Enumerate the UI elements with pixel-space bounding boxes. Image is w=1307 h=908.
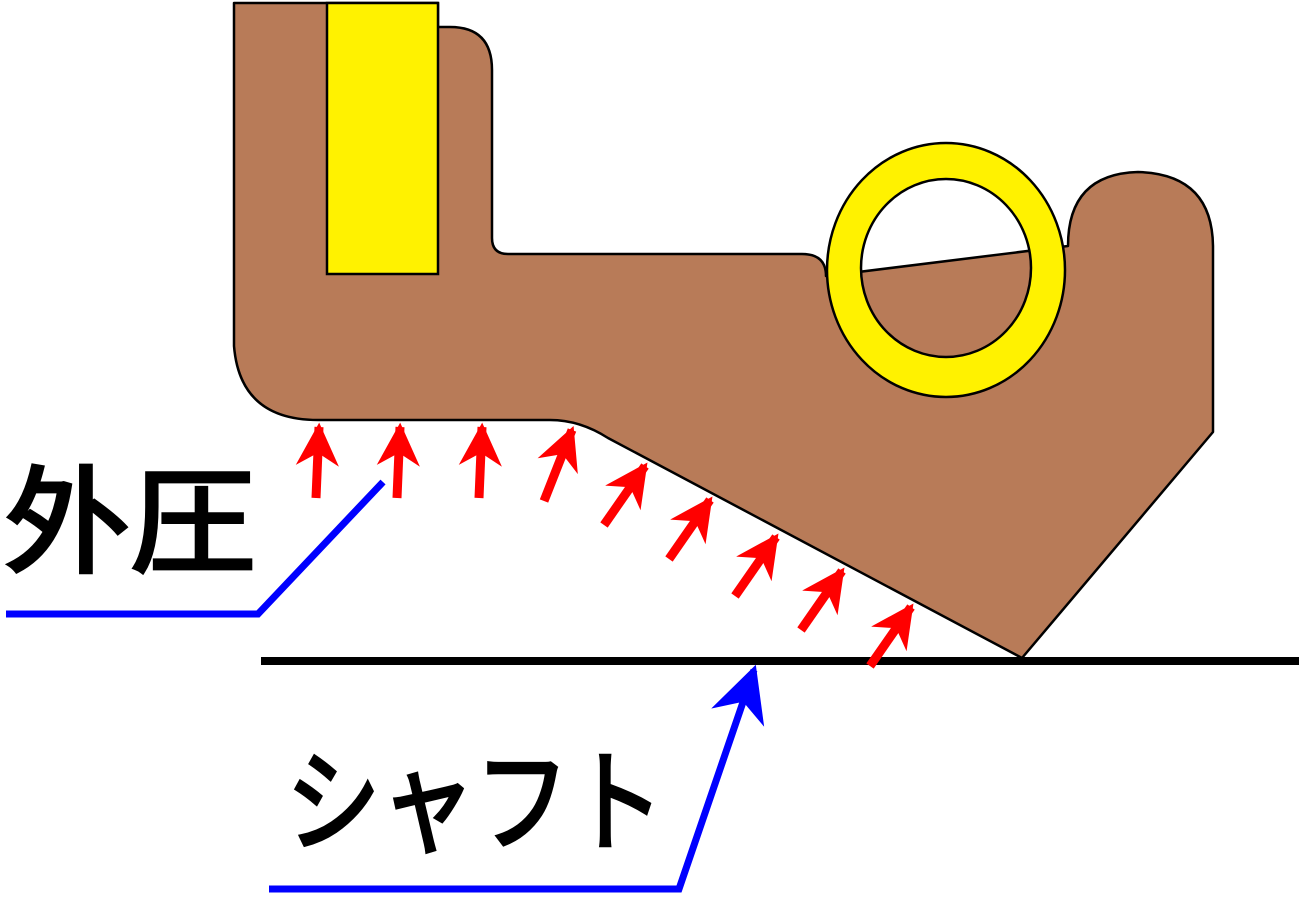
pressure-arrow	[295, 422, 339, 499]
pressure-arrow	[665, 496, 714, 562]
leader-line-shaft	[269, 664, 765, 893]
leader-line-external-pressure	[6, 479, 386, 618]
pressure-arrow	[376, 422, 420, 499]
pressure-arrow	[458, 422, 502, 499]
garter-spring	[825, 141, 1067, 399]
label-external-pressure: 外圧	[4, 456, 256, 591]
pressure-arrow	[731, 533, 780, 599]
seal-body	[232, 1, 1215, 660]
pressure-arrow	[600, 462, 649, 528]
metal-insert	[325, 1, 440, 276]
pressure-arrow	[537, 425, 578, 503]
pressure-arrow	[797, 567, 846, 633]
pressure-arrows	[295, 422, 915, 669]
pressure-arrow	[866, 603, 915, 669]
label-shaft: シャフト	[286, 739, 664, 869]
